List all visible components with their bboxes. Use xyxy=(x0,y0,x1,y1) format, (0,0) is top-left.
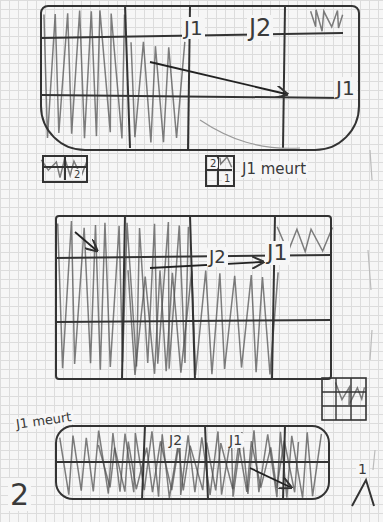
hatch-stroke xyxy=(98,441,298,493)
note: J1 meurt xyxy=(240,161,308,178)
mini-grid: 2 xyxy=(42,155,88,183)
player-label: J1 xyxy=(182,17,205,39)
player-label: 2 xyxy=(72,169,82,180)
hatch-stroke xyxy=(220,157,232,167)
hatch-stroke xyxy=(336,382,365,405)
hatch-stroke xyxy=(131,42,185,142)
player-label: 2 xyxy=(208,158,218,169)
player-label: 1 xyxy=(222,173,232,184)
hatch-stroke xyxy=(44,10,125,138)
player-label: J2 xyxy=(247,15,273,41)
hatch-stroke xyxy=(60,430,322,498)
player-label: J1 xyxy=(227,433,244,448)
player-label: J1 xyxy=(334,77,357,99)
game-board: J2 J1 xyxy=(55,425,330,500)
move-arrows xyxy=(75,62,290,487)
game-board: J1J2J1 xyxy=(40,5,360,151)
board-grid-lines xyxy=(42,6,375,506)
player-label: J2 xyxy=(167,433,184,448)
page-mark: 1 xyxy=(356,462,369,477)
hatch-stroke xyxy=(311,10,343,31)
page-number: 2 xyxy=(8,478,31,511)
game-board: J2 J1 xyxy=(55,215,332,380)
player-label: J2 xyxy=(207,247,228,267)
hatch-stroke xyxy=(128,270,278,375)
mini-grid: 21 xyxy=(205,155,235,187)
note: J1 meurt xyxy=(13,410,74,432)
player-label: J1 xyxy=(265,241,290,265)
